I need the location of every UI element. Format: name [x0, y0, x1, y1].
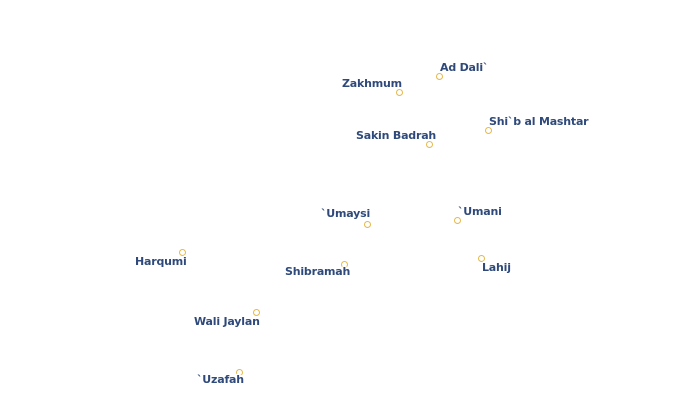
place-marker-icon[interactable] [363, 220, 371, 228]
place-marker-icon[interactable] [340, 260, 348, 268]
place-marker-icon[interactable] [477, 254, 485, 262]
place-marker-icon[interactable] [252, 308, 260, 316]
place-label: Shibramah [285, 265, 351, 278]
place-label: `Umaysi [321, 207, 371, 220]
place-label: Harqumi [135, 255, 187, 268]
place-marker-icon[interactable] [453, 216, 461, 224]
place-label: Ad Dali` [440, 61, 489, 74]
place-label: `Umani [458, 205, 502, 218]
place-marker-icon[interactable] [435, 72, 443, 80]
place-marker-icon[interactable] [425, 140, 433, 148]
place-label: Lahij [482, 261, 511, 274]
place-label: Shi`b al Mashtar [489, 115, 589, 128]
place-marker-icon[interactable] [395, 88, 403, 96]
place-marker-icon[interactable] [178, 248, 186, 256]
place-label: Wali Jaylan [194, 315, 260, 328]
place-label: Zakhmum [342, 77, 402, 90]
place-label: Sakin Badrah [356, 129, 437, 142]
place-marker-icon[interactable] [484, 126, 492, 134]
place-marker-icon[interactable] [235, 368, 243, 376]
place-label: `Uzafah [197, 373, 244, 386]
